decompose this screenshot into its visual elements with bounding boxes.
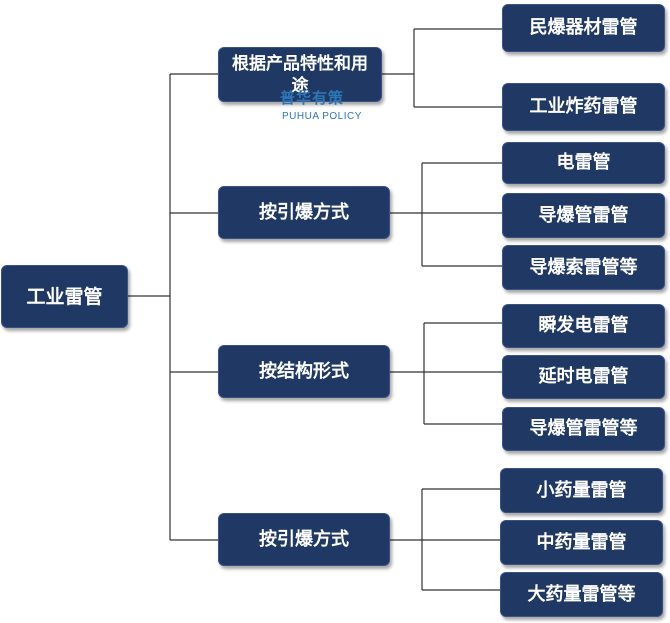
leaf-label: 导爆管雷管等 [529,418,638,439]
category-node-product-use: 根据产品特性和用途 [218,47,382,102]
leaf-node: 瞬发电雷管 [502,304,665,348]
root-label: 工业雷管 [26,285,103,308]
leaf-node: 延时电雷管 [502,355,665,399]
leaf-label: 民爆器材雷管 [529,17,638,38]
category-node-structure: 按结构形式 [218,345,390,398]
leaf-node: 电雷管 [502,142,665,184]
category-label: 根据产品特性和用途 [232,53,368,96]
leaf-label: 大药量雷管等 [527,583,636,605]
leaf-label: 中药量雷管 [536,531,627,553]
category-node-detonation-method: 按引爆方式 [218,186,390,239]
leaf-label: 导爆索雷管等 [529,256,638,278]
category-node-charge-amount: 按引爆方式 [218,513,390,566]
leaf-label: 导爆管雷管 [538,204,629,226]
leaf-label: 瞬发电雷管 [538,315,629,336]
leaf-node: 中药量雷管 [500,520,663,565]
leaf-label: 工业炸药雷管 [529,96,638,117]
leaf-node: 导爆索雷管等 [502,245,665,290]
category-label: 按引爆方式 [259,201,349,223]
leaf-node: 工业炸药雷管 [502,83,665,131]
leaf-node: 导爆管雷管 [502,193,665,238]
leaf-label: 延时电雷管 [538,366,629,387]
leaf-label: 电雷管 [556,152,611,173]
watermark-brand-en: PUHUA POLICY [282,111,362,122]
leaf-node: 大药量雷管等 [500,572,663,617]
leaf-label: 小药量雷管 [536,479,627,501]
leaf-node: 小药量雷管 [500,468,663,513]
leaf-node: 民爆器材雷管 [502,4,665,52]
leaf-node: 导爆管雷管等 [502,407,665,451]
category-label: 按引爆方式 [259,528,349,550]
watermark-brand: 普华有策 [280,89,345,107]
root-node: 工业雷管 [1,265,128,328]
category-label: 按结构形式 [259,360,349,382]
